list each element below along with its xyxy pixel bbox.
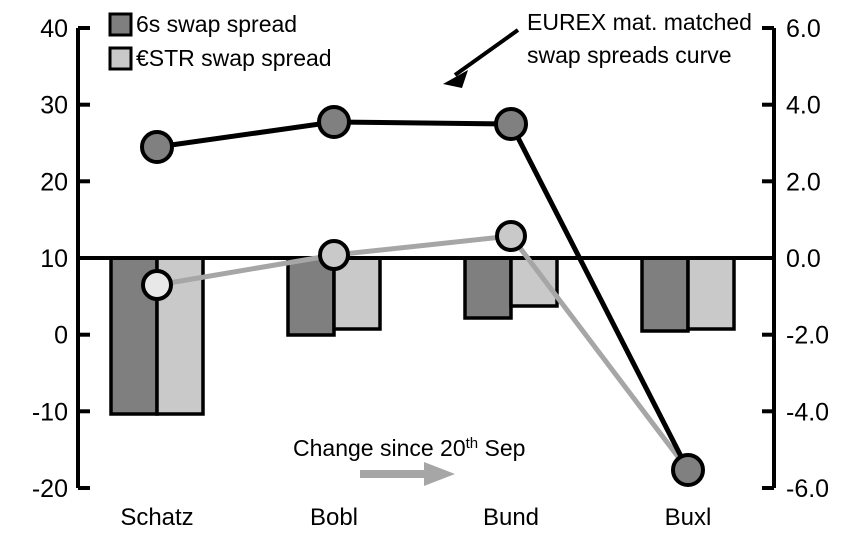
right-axis-tick-neg2: -2.0 bbox=[786, 322, 829, 350]
chart-legend: 6s swap spread €STR swap spread bbox=[108, 11, 332, 71]
left-axis-tick-20: 20 bbox=[40, 168, 68, 196]
left-axis-tick-0: 0 bbox=[54, 322, 68, 350]
right-axis-tick-4: 4.0 bbox=[786, 92, 821, 120]
eurex-annotation-line1: EUREX mat. matched bbox=[527, 9, 752, 35]
bar-buxl-6s bbox=[640, 256, 690, 333]
category-label-buxl: Buxl bbox=[665, 504, 712, 531]
legend-swatch-light-icon bbox=[108, 46, 133, 71]
gray-line-path bbox=[156, 233, 690, 472]
series-eurex-mat-matched-swap-spreads bbox=[140, 105, 705, 487]
bar-bobl-6s bbox=[286, 256, 336, 337]
x-axis-category-labels: Schatz Bobl Bund Buxl bbox=[120, 504, 711, 531]
right-axis-tick-neg6: -6.0 bbox=[786, 475, 829, 503]
left-axis-tick-neg10: -10 bbox=[32, 398, 68, 426]
eurex-annotation-line2: swap spreads curve bbox=[527, 42, 732, 68]
eurex-arrow-head-icon bbox=[443, 70, 468, 88]
black-line-path bbox=[156, 119, 691, 472]
legend-item-6s-swap-spread[interactable]: 6s swap spread bbox=[108, 11, 297, 37]
change-annotation-main: Change since 20 bbox=[293, 435, 466, 461]
left-axis-tick-30: 30 bbox=[40, 92, 68, 120]
change-arrow-head-icon bbox=[424, 462, 455, 486]
eurex-annotation: EUREX mat. matched swap spreads curve bbox=[443, 9, 752, 88]
bar-buxl-estr bbox=[686, 256, 736, 331]
bar-group-buxl bbox=[640, 256, 736, 333]
category-label-schatz: Schatz bbox=[120, 504, 193, 531]
right-axis-tick-0: 0.0 bbox=[786, 245, 821, 273]
gray-marker-schatz bbox=[141, 269, 173, 301]
bar-bund-6s bbox=[463, 256, 513, 320]
black-marker-schatz bbox=[140, 130, 174, 164]
right-axis-tick-neg4: -4.0 bbox=[786, 398, 829, 426]
right-axis-tick-2: 2.0 bbox=[786, 168, 821, 196]
black-marker-bobl bbox=[317, 105, 351, 139]
gray-marker-bobl bbox=[318, 239, 350, 271]
change-annotation-superscript: th bbox=[466, 435, 479, 452]
legend-item-estr-swap-spread[interactable]: €STR swap spread bbox=[108, 45, 332, 71]
bar-group-bund bbox=[463, 256, 559, 320]
gray-marker-bund bbox=[495, 220, 527, 252]
series-change-since-20th-sep bbox=[141, 220, 690, 472]
legend-swatch-dark-icon bbox=[108, 12, 133, 37]
legend-label-estr-swap-spread: €STR swap spread bbox=[136, 45, 332, 71]
left-axis: 40 30 20 10 0 -10 -20 bbox=[32, 15, 90, 503]
left-axis-tick-40: 40 bbox=[40, 15, 68, 43]
change-annotation-text: Change since 20th Sep bbox=[293, 435, 525, 461]
bar-schatz-estr bbox=[155, 256, 205, 416]
black-marker-bund bbox=[494, 107, 528, 141]
left-axis-tick-10: 10 bbox=[40, 245, 68, 273]
black-marker-buxl bbox=[671, 453, 705, 487]
left-axis-tick-neg20: -20 bbox=[32, 475, 68, 503]
right-axis-tick-6: 6.0 bbox=[786, 15, 821, 43]
change-since-annotation: Change since 20th Sep bbox=[293, 435, 525, 486]
change-annotation-tail-word: Sep bbox=[485, 435, 526, 461]
category-label-bund: Bund bbox=[483, 504, 539, 531]
category-label-bobl: Bobl bbox=[310, 504, 358, 531]
eurex-arrow-line bbox=[453, 28, 520, 77]
legend-label-6s-swap-spread: 6s swap spread bbox=[136, 11, 297, 37]
